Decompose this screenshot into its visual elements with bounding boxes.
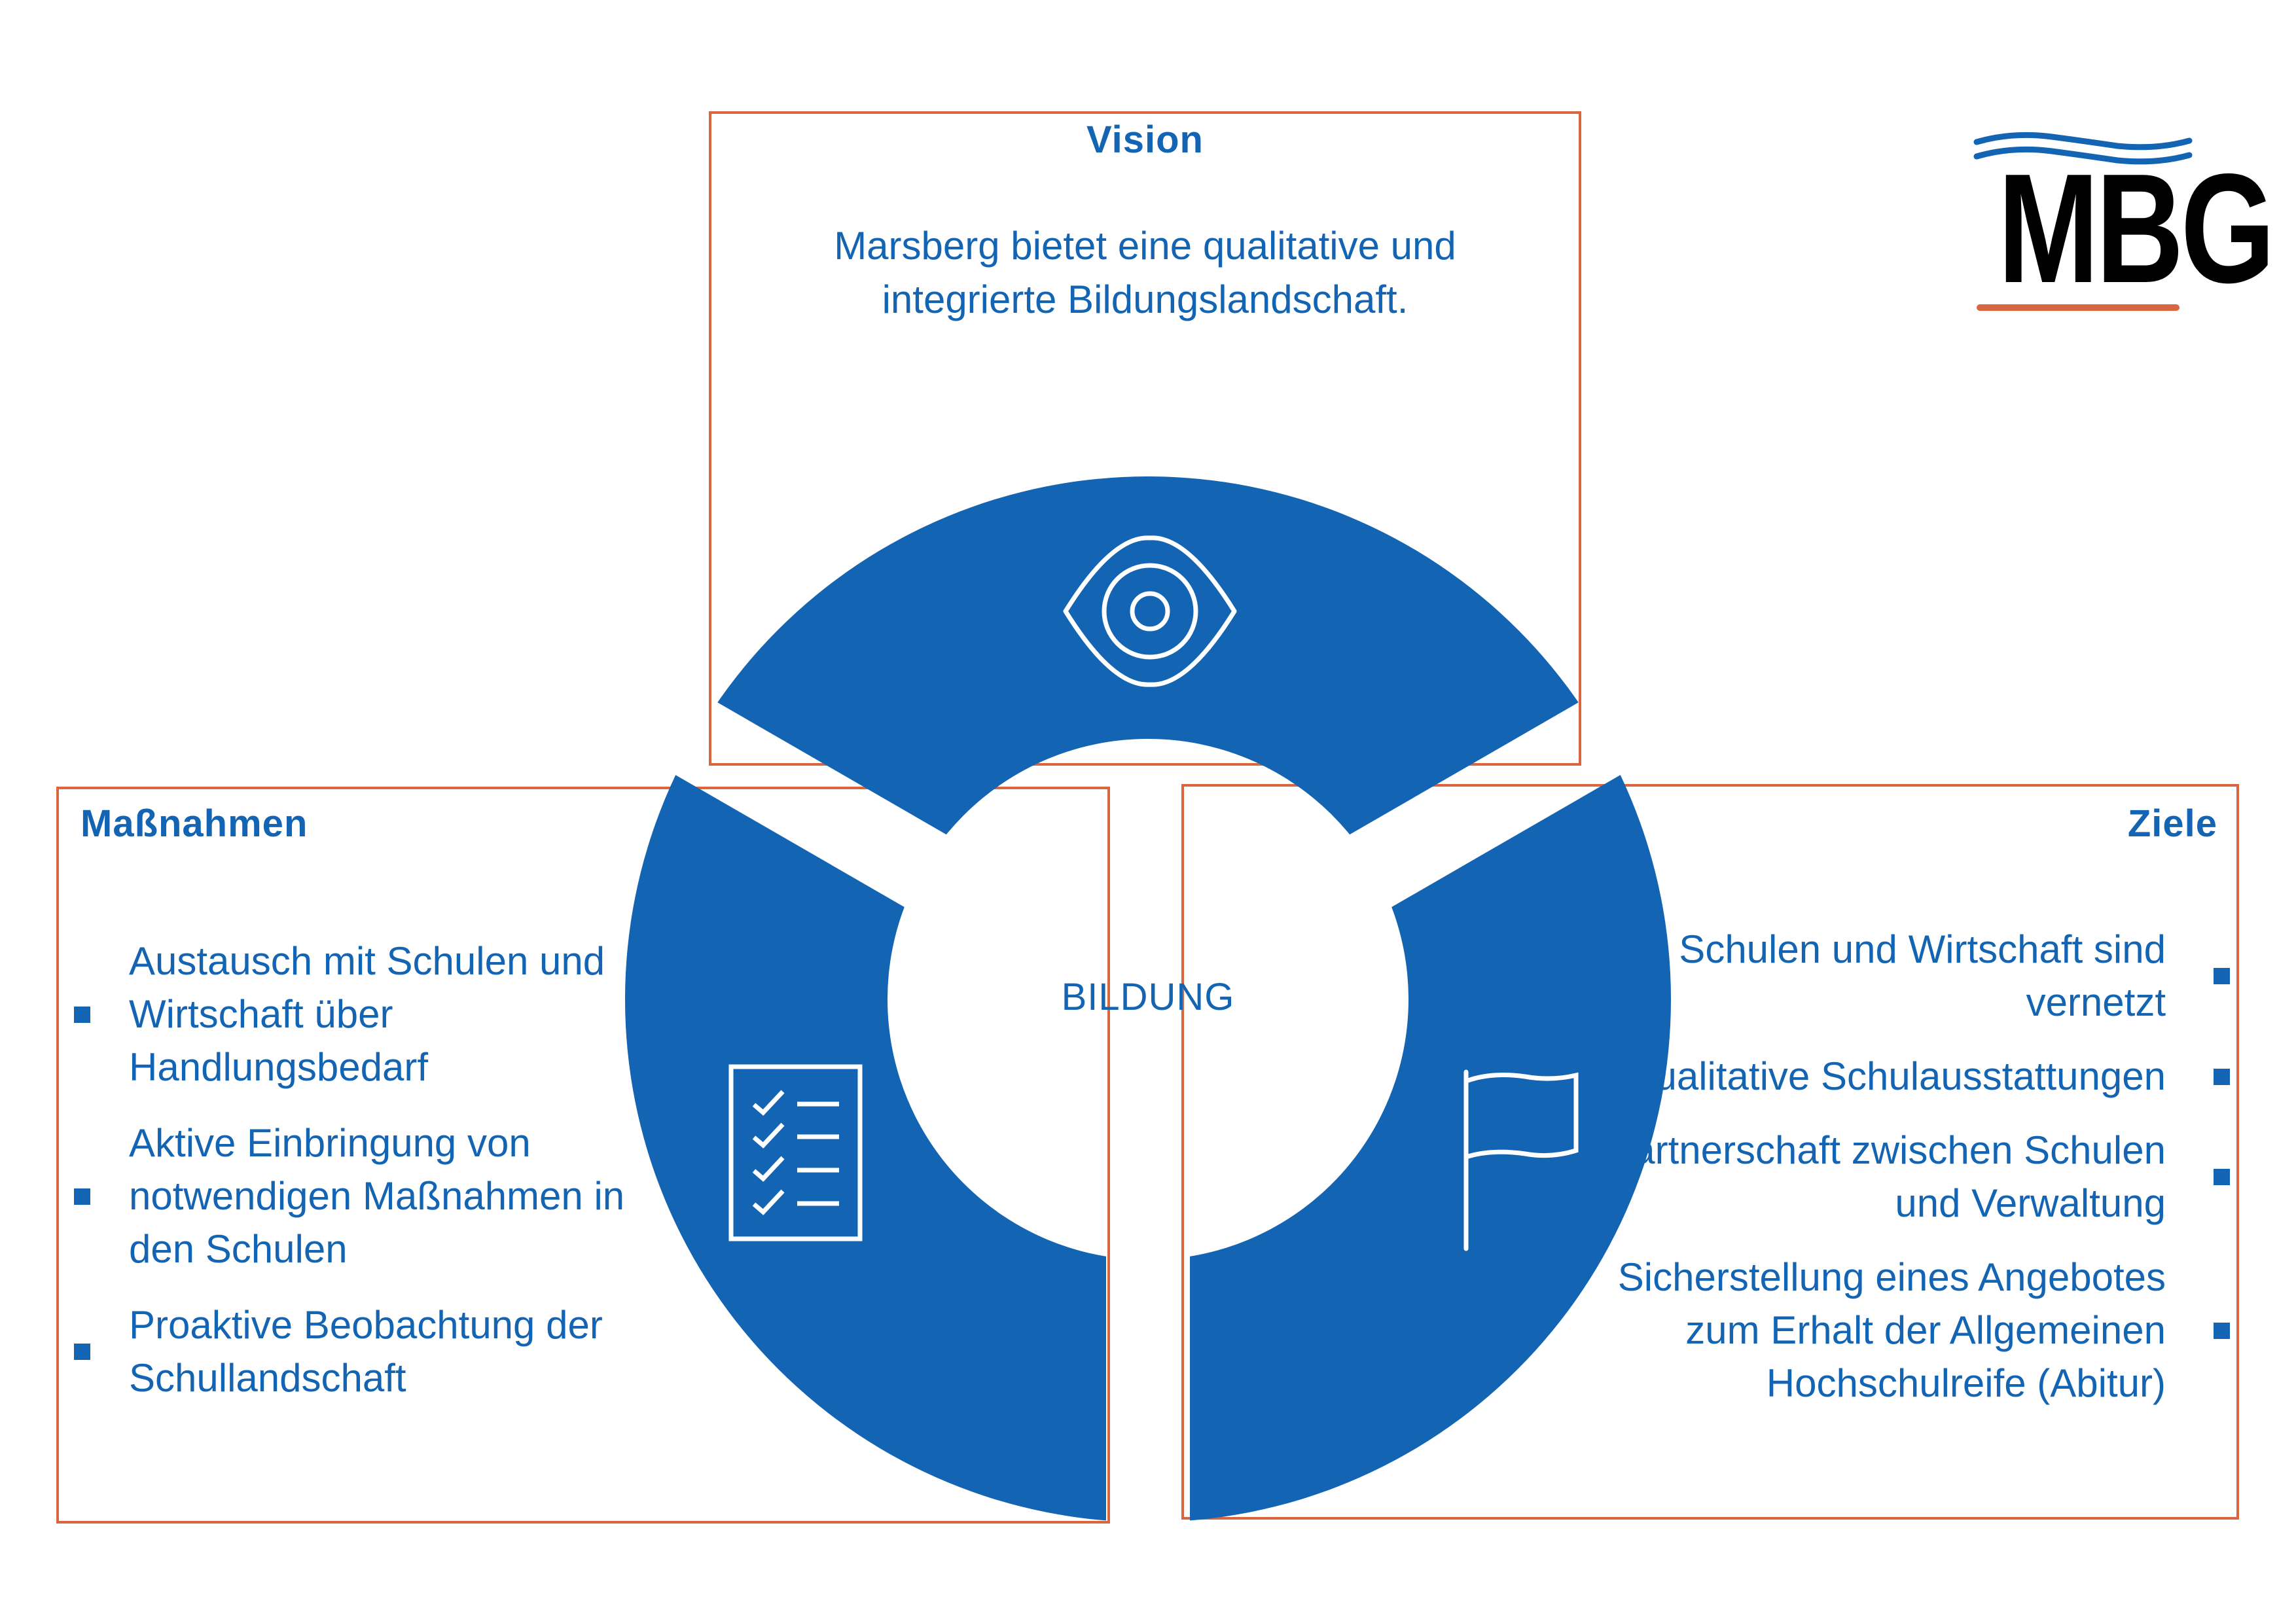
ziele-item: Schulen und Wirtschaft sind vernetzt: [1577, 923, 2230, 1029]
ziele-item: Sicherstellung eines Angebotes zum Erhal…: [1577, 1251, 2230, 1410]
ziele-item-text: Sicherstellung eines Angebotes zum Erhal…: [1617, 1255, 2166, 1405]
eye-icon: [1063, 535, 1237, 687]
massnahmen-item-text: Austausch mit Schulen und Wirtschaft übe…: [129, 939, 605, 1089]
bullet-square-icon: [74, 1188, 90, 1205]
flag-icon: [1463, 1069, 1579, 1251]
massnahmen-item: Aktive Einbringung von notwendigen Maßna…: [74, 1116, 666, 1275]
massnahmen-item-text: Proaktive Beobachtung der Schullandschaf…: [129, 1303, 603, 1400]
vision-line: integrierte Bildungslandschaft.: [882, 277, 1408, 321]
ziele-item-text: Partnerschaft zwischen Schulen und Verwa…: [1607, 1128, 2166, 1225]
checklist-icon: [728, 1064, 863, 1241]
logo-underline: [1977, 304, 2179, 311]
ziele-item: Qualitative Schulausstattungen: [1577, 1050, 2230, 1103]
ziele-item: Partnerschaft zwischen Schulen und Verwa…: [1577, 1124, 2230, 1230]
massnahmen-list: Austausch mit Schulen und Wirtschaft übe…: [74, 935, 666, 1427]
bullet-square-icon: [2214, 1322, 2230, 1339]
ziele-heading: Ziele: [2127, 802, 2217, 845]
massnahmen-item: Austausch mit Schulen und Wirtschaft übe…: [74, 935, 666, 1094]
massnahmen-heading: Maßnahmen: [81, 802, 308, 845]
center-label: BILDUNG: [1061, 976, 1235, 1018]
mbg-logo: MBG: [1973, 128, 2275, 324]
massnahmen-item-text: Aktive Einbringung von notwendigen Maßna…: [129, 1121, 625, 1271]
waves-icon: [1973, 132, 2193, 165]
massnahmen-item: Proaktive Beobachtung der Schullandschaf…: [74, 1298, 666, 1404]
vision-line: Marsberg bietet eine qualitative und: [834, 224, 1456, 268]
ziele-item-text: Schulen und Wirtschaft sind vernetzt: [1679, 927, 2166, 1024]
bullet-square-icon: [74, 1006, 90, 1023]
bullet-square-icon: [2214, 1169, 2230, 1185]
ziele-list: Schulen und Wirtschaft sind vernetzt Qua…: [1577, 923, 2230, 1431]
vision-statement: Marsberg bietet eine qualitative und int…: [709, 219, 1581, 327]
vision-heading: Vision: [1086, 118, 1204, 161]
logo-text: MBG: [1998, 142, 2275, 315]
ziele-item-text: Qualitative Schulausstattungen: [1624, 1054, 2166, 1098]
bullet-square-icon: [2214, 1068, 2230, 1085]
bullet-square-icon: [2214, 968, 2230, 984]
bullet-square-icon: [74, 1344, 90, 1360]
